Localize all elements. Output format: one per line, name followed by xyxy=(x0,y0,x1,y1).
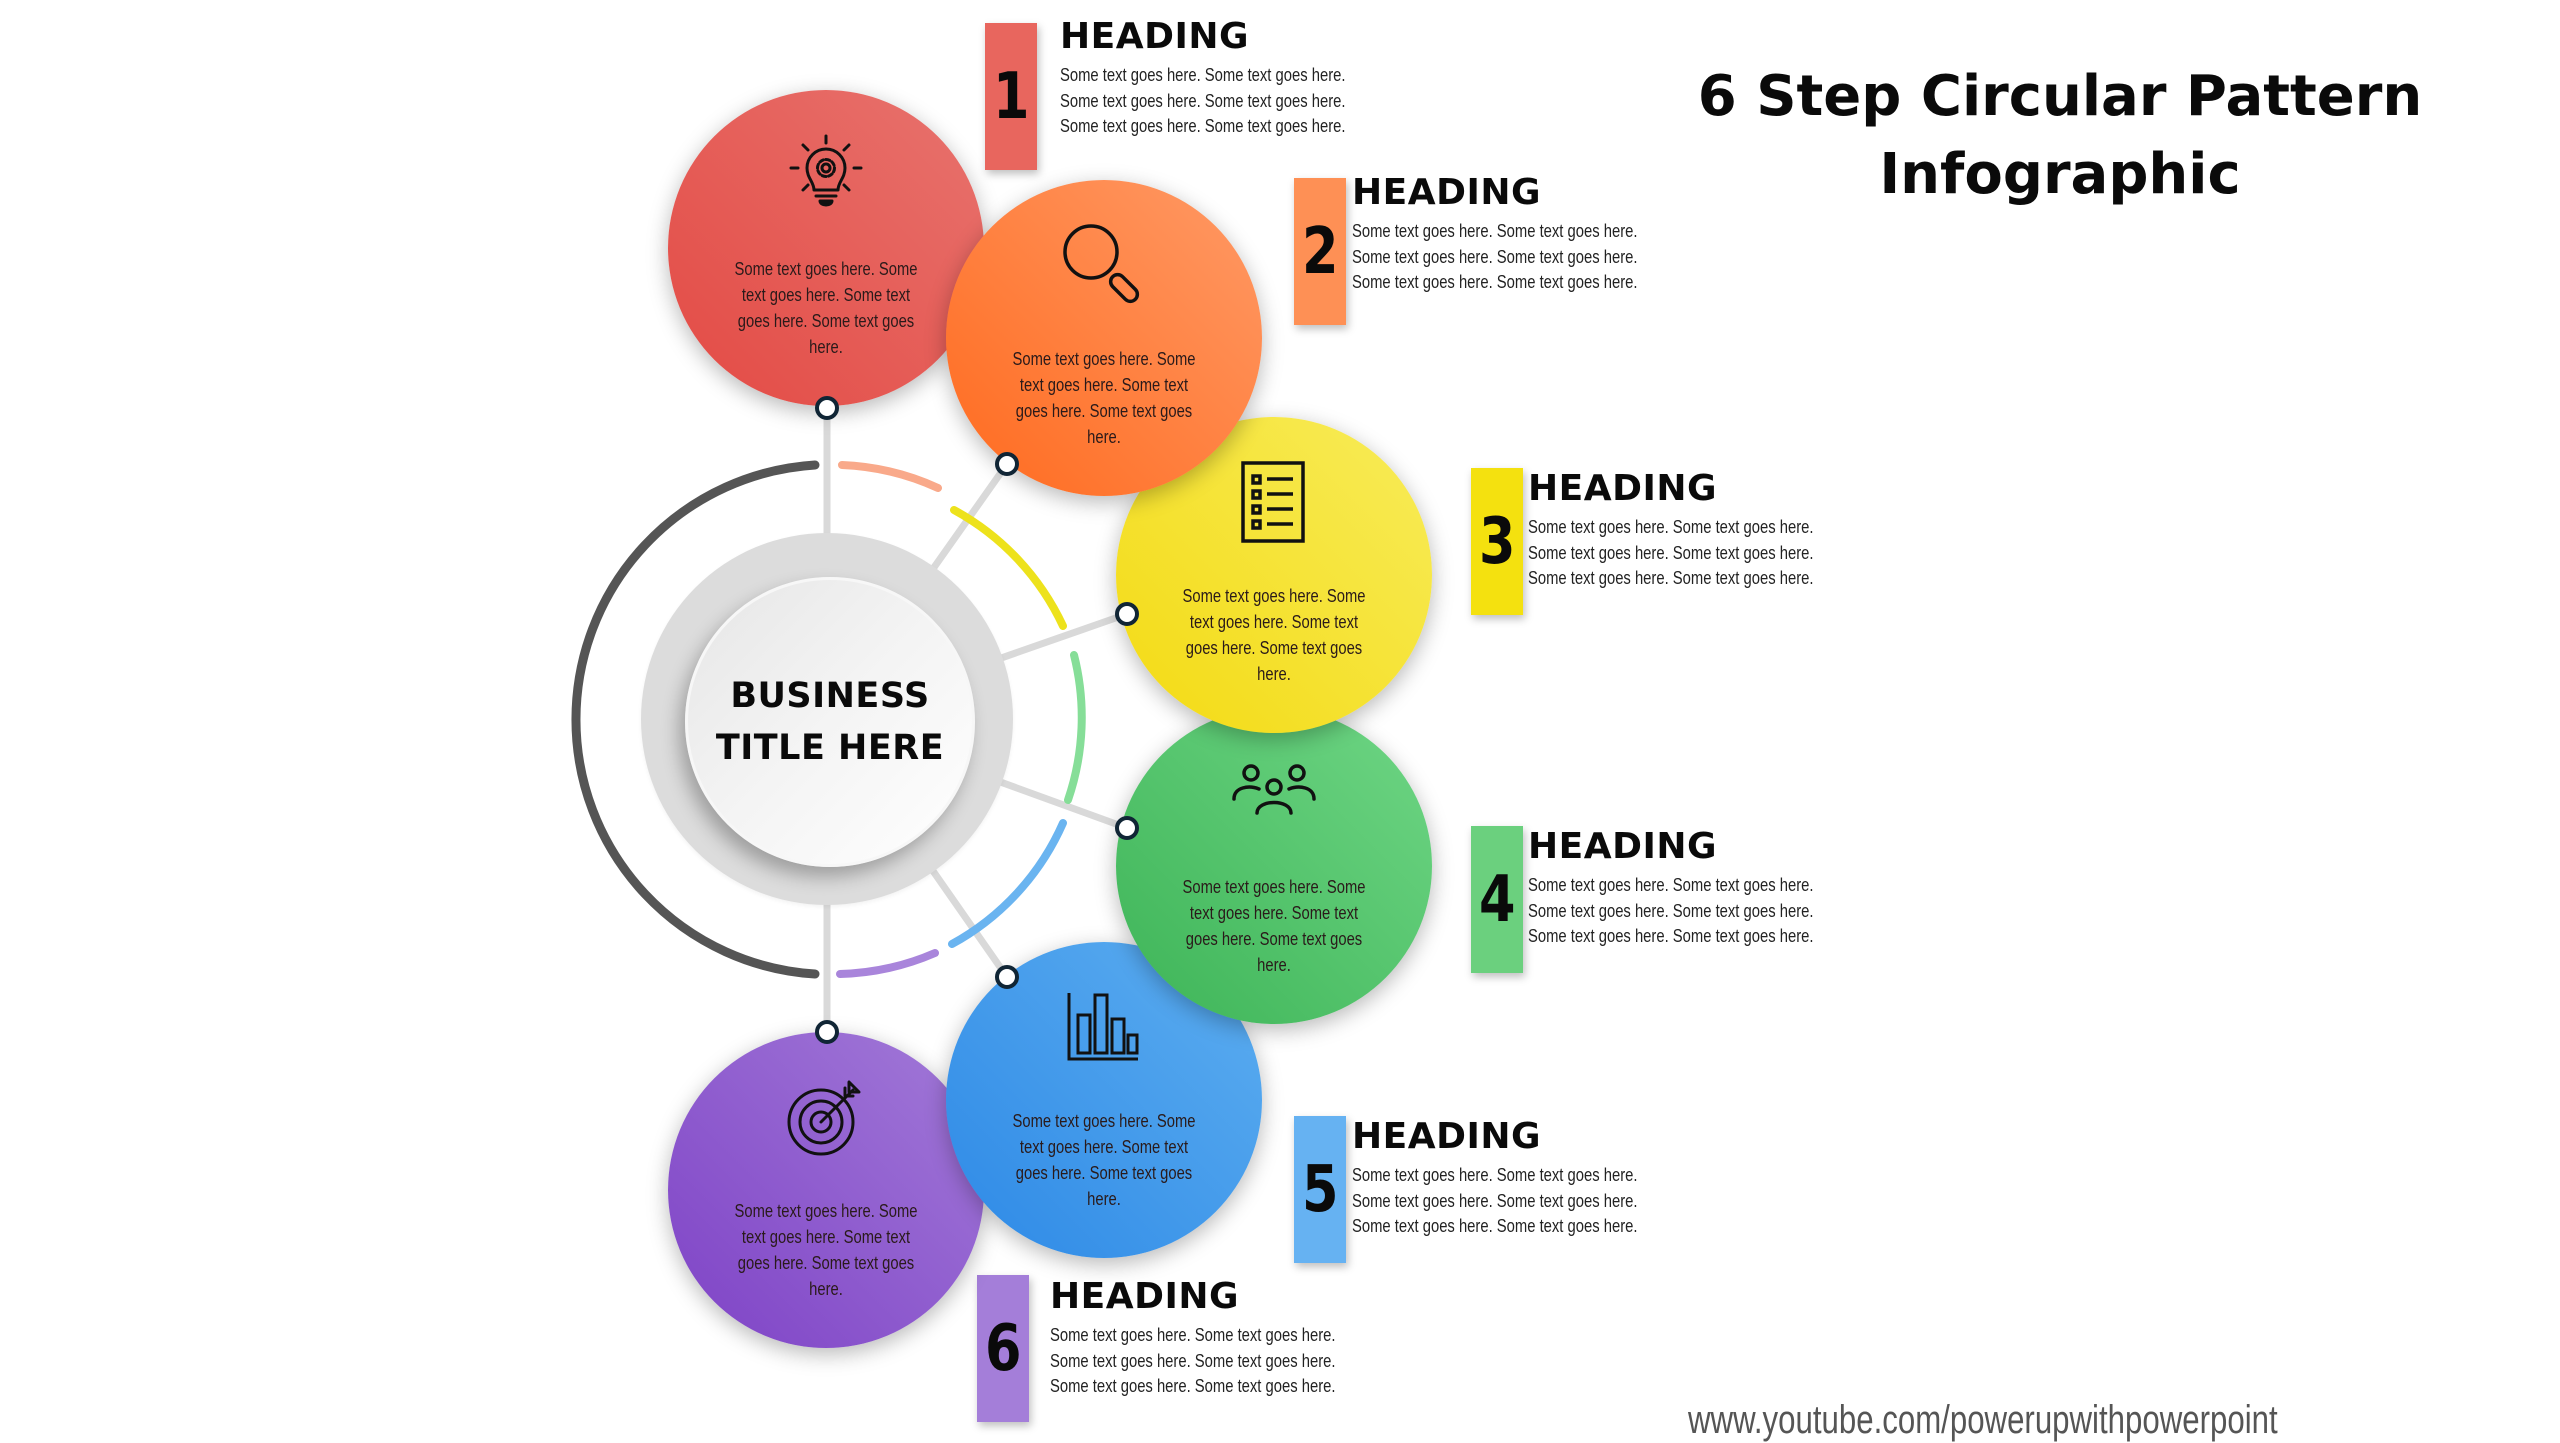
step-circle-1: Some text goes here. Some text goes here… xyxy=(668,90,984,406)
connector-dot-3 xyxy=(1115,602,1139,626)
step-body: Some text goes here. Some text goes here… xyxy=(1352,220,1638,293)
step-heading: HEADING xyxy=(1528,468,1718,509)
bar-chart-icon xyxy=(1059,982,1149,1072)
page-title: 6 Step Circular Pattern Infographic xyxy=(1660,58,2460,214)
step-info-5: HEADING Some text goes here. Some text g… xyxy=(1352,1118,1652,1239)
step-number-box-5: 5 xyxy=(1294,1116,1346,1263)
arc-step3 xyxy=(950,506,1067,630)
arc-step5 xyxy=(948,819,1067,948)
step-heading: HEADING xyxy=(1050,1276,1240,1317)
step-body: Some text goes here. Some text goes here… xyxy=(1528,516,1814,589)
connector-dot-2 xyxy=(995,452,1019,476)
connector-dot-1 xyxy=(815,396,839,420)
step-heading: HEADING xyxy=(1528,826,1718,867)
connector-dot-4 xyxy=(1115,816,1139,840)
page-title-line1: 6 Step Circular Pattern xyxy=(1697,64,2423,129)
step-number-box-1: 1 xyxy=(985,23,1037,170)
page-title-line2: Infographic xyxy=(1879,142,2241,207)
step-circle-text: Some text goes here. Some text goes here… xyxy=(734,1201,918,1299)
step-circle-text: Some text goes here. Some text goes here… xyxy=(734,259,918,357)
step-number-box-2: 2 xyxy=(1294,178,1346,325)
lightbulb-gear-icon xyxy=(781,130,871,220)
step-number: 3 xyxy=(1478,504,1516,579)
step-info-3: HEADING Some text goes here. Some text g… xyxy=(1528,470,1828,591)
step-heading: HEADING xyxy=(1352,172,1542,213)
step-circle-text: Some text goes here. Some text goes here… xyxy=(1182,586,1366,684)
step-number: 2 xyxy=(1301,214,1339,289)
step-number: 5 xyxy=(1301,1152,1339,1227)
checklist-icon xyxy=(1229,457,1319,547)
footer-url: www.youtube.com/powerupwithpowerpoint xyxy=(1688,1398,2278,1442)
step-body: Some text goes here. Some text goes here… xyxy=(1060,64,1346,137)
connector-dot-5 xyxy=(995,965,1019,989)
step-body: Some text goes here. Some text goes here… xyxy=(1050,1324,1336,1397)
hub-title-line1: BUSINESS xyxy=(730,676,930,716)
arc-step6 xyxy=(836,949,939,978)
step-circle-text: Some text goes here. Some text goes here… xyxy=(1012,349,1196,447)
step-circle-text: Some text goes here. Some text goes here… xyxy=(1182,877,1366,975)
step-circle-text: Some text goes here. Some text goes here… xyxy=(1012,1111,1196,1209)
hub-title-line2: TITLE HERE xyxy=(715,728,945,768)
step-circle-6: Some text goes here. Some text goes here… xyxy=(668,1032,984,1348)
step-number-box-6: 6 xyxy=(977,1275,1029,1422)
step-info-4: HEADING Some text goes here. Some text g… xyxy=(1528,828,1828,949)
step-circle-2: Some text goes here. Some text goes here… xyxy=(946,180,1262,496)
step-number-box-3: 3 xyxy=(1471,468,1523,615)
hub-center-disk: BUSINESS TITLE HERE xyxy=(685,577,975,867)
step-heading: HEADING xyxy=(1060,16,1250,57)
outer-arc xyxy=(571,460,820,979)
arc-step4 xyxy=(1064,651,1086,804)
step-circle-4: Some text goes here. Some text goes here… xyxy=(1116,708,1432,1024)
step-info-1: HEADING Some text goes here. Some text g… xyxy=(1060,18,1360,139)
magnifier-icon xyxy=(1059,220,1149,310)
step-number: 1 xyxy=(992,59,1030,134)
step-number: 4 xyxy=(1478,862,1516,937)
step-info-6: HEADING Some text goes here. Some text g… xyxy=(1050,1278,1350,1399)
arc-step2 xyxy=(838,461,942,492)
step-number-box-4: 4 xyxy=(1471,826,1523,973)
step-body: Some text goes here. Some text goes here… xyxy=(1352,1164,1638,1237)
step-body: Some text goes here. Some text goes here… xyxy=(1528,874,1814,947)
step-heading: HEADING xyxy=(1352,1116,1542,1157)
connector-dot-6 xyxy=(815,1020,839,1044)
step-number: 6 xyxy=(984,1311,1022,1386)
target-icon xyxy=(781,1072,871,1162)
team-icon xyxy=(1229,748,1319,838)
step-info-2: HEADING Some text goes here. Some text g… xyxy=(1352,174,1652,295)
